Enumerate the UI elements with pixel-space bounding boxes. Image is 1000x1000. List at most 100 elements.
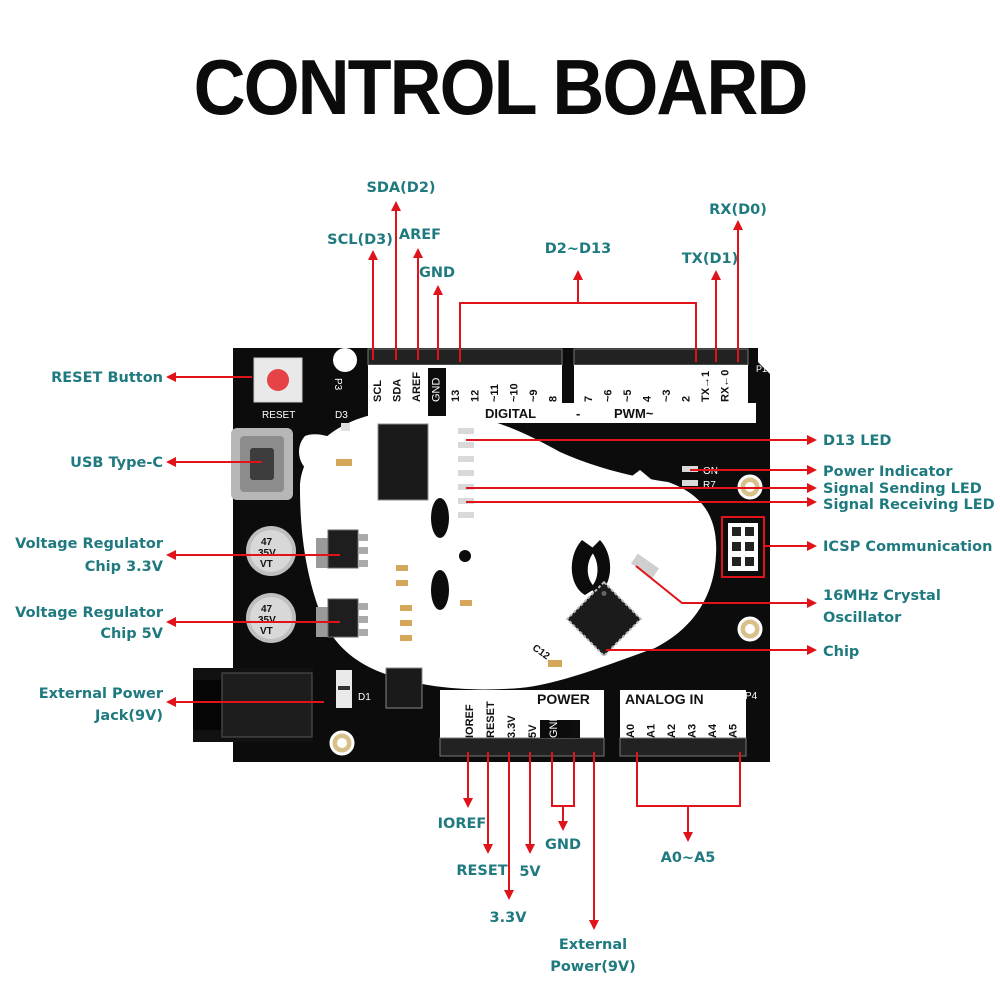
power-pin-label-2: 3.3V: [506, 715, 518, 738]
capacitor-upper: 47 35V VT: [246, 526, 296, 576]
analog-pin-label-5: A5: [728, 724, 740, 738]
callout-crystal-line1: 16MHz Crystal: [823, 588, 941, 604]
top-pin-label-0: SCL: [372, 380, 384, 402]
top-pin-label-2: AREF: [411, 372, 423, 402]
top-pin-labels-left: SCL SDA AREF GND 13 12 ~11 ~10 ~9 8: [372, 372, 560, 402]
top-pin-label-right-1: ~6: [603, 389, 615, 402]
voltage-regulator-3v3: [316, 529, 368, 569]
svg-text:D1: D1: [358, 692, 371, 703]
svg-text:C5: C5: [337, 445, 350, 456]
mcu-chip: [565, 580, 643, 658]
callout-labels: SDA(D2) SCL(D3) AREF GND D2~D13 TX(D1) R…: [15, 180, 995, 975]
analog-header: [619, 690, 747, 757]
callout-sda: SDA(D2): [366, 180, 435, 196]
power-pin-label-0: IOREF: [464, 704, 476, 738]
callout-signal-sending: Signal Sending LED: [823, 481, 982, 497]
analog-pin-label-2: A2: [666, 724, 678, 738]
capacitor-lower: 47 35V VT: [246, 593, 296, 643]
callout-usb: USB Type-C: [70, 455, 163, 471]
top-pin-label-8: ~9: [528, 389, 540, 402]
callout-rx: RX(D0): [709, 202, 767, 218]
callout-crystal-line2: Oscillator: [823, 610, 902, 626]
dash-label: -: [576, 406, 580, 421]
callout-vreg33-line1: Voltage Regulator: [15, 536, 164, 552]
callout-power-indicator: Power Indicator: [823, 464, 953, 480]
power-header: [439, 690, 605, 757]
svg-text:P5: P5: [446, 691, 459, 702]
callout-arrows: [166, 201, 817, 930]
svg-text:35V: 35V: [258, 615, 276, 626]
callout-vreg5-line2: Chip 5V: [100, 626, 163, 642]
top-pin-label-right-5: 2: [681, 396, 693, 402]
top-pin-label-6: ~11: [489, 384, 501, 402]
top-pin-label-right-6: TX→1: [700, 371, 712, 402]
svg-text:47: 47: [261, 537, 273, 548]
power-pin-labels: IOREF RESET 3.3V 5V GND Vin: [464, 701, 581, 738]
callout-scl: SCL(D3): [327, 232, 393, 248]
top-pin-label-right-2: ~5: [622, 389, 634, 402]
top-pin-label-4: 13: [450, 390, 462, 402]
callout-ext-power-line2: Power(9V): [550, 959, 636, 975]
digital-label: DIGITAL: [485, 406, 536, 421]
top-pin-label-3: GND: [431, 378, 443, 403]
callout-gnd-bottom: GND: [545, 837, 581, 853]
power-label: POWER: [537, 691, 590, 707]
top-pin-label-5: 12: [470, 390, 482, 402]
top-pin-label-1: SDA: [392, 379, 404, 402]
svg-text:R7: R7: [703, 480, 716, 491]
callout-chip: Chip: [823, 644, 859, 660]
power-pin-label-1: RESET: [485, 701, 497, 738]
analog-in-label: ANALOG IN: [625, 691, 704, 707]
callout-reset-pin: RESET: [456, 863, 507, 879]
callout-vreg33-line2: Chip 3.3V: [85, 559, 164, 575]
page-title: CONTROL BOARD: [193, 44, 809, 132]
svg-text:47: 47: [261, 604, 273, 615]
svg-text:VT: VT: [260, 559, 273, 570]
voltage-regulator-5v: [316, 598, 368, 638]
analog-pin-label-3: A3: [687, 724, 699, 738]
top-pin-label-right-3: 4: [642, 395, 654, 402]
svg-text:RESET: RESET: [262, 410, 295, 421]
callout-ext-power-line1: External: [559, 937, 627, 953]
power-pin-label-5: Vin: [569, 721, 581, 738]
callout-icsp: ICSP Communication: [823, 539, 992, 555]
callout-signal-receiving: Signal Receiving LED: [823, 497, 995, 513]
power-pin-label-4: GND: [548, 714, 560, 739]
callout-vreg5-line1: Voltage Regulator: [15, 605, 164, 621]
analog-pin-label-1: A1: [646, 724, 658, 738]
pwm-label: PWM~: [614, 406, 654, 421]
callout-d13-led: D13 LED: [823, 433, 891, 449]
svg-text:P1: P1: [756, 364, 767, 374]
callout-ioref: IOREF: [438, 816, 487, 832]
icsp-header: [721, 516, 765, 578]
power-pin-label-3: 5V: [527, 724, 539, 738]
top-pin-label-7: ~10: [509, 383, 521, 402]
callout-ext-jack-line2: Jack(9V): [94, 708, 163, 724]
svg-text:VT: VT: [260, 626, 273, 637]
callout-tx: TX(D1): [682, 251, 738, 267]
reset-button-component: RESET: [253, 357, 303, 421]
callout-5v: 5V: [519, 864, 541, 880]
usb-type-c-port: [231, 428, 293, 500]
svg-text:ON: ON: [703, 466, 718, 477]
dc-power-jack: [193, 668, 313, 742]
top-pin-label-right-0: 7: [583, 396, 595, 402]
callout-a0-a5: A0~A5: [661, 850, 716, 866]
top-pin-label-right-4: ~3: [661, 389, 673, 402]
svg-text:D3: D3: [335, 410, 348, 421]
top-pin-label-9: 8: [548, 396, 560, 402]
callout-3v3: 3.3V: [490, 910, 528, 926]
callout-reset-button: RESET Button: [51, 370, 163, 386]
callout-gnd-top: GND: [419, 265, 455, 281]
top-header-right: [573, 348, 749, 423]
callout-d2-d13: D2~D13: [545, 241, 612, 257]
control-board: RESET D3 C5 P3 47 35V VT 47 35V VT: [193, 348, 770, 762]
svg-text:P3: P3: [332, 378, 343, 391]
svg-text:P4: P4: [745, 691, 758, 702]
callout-ext-jack-line1: External Power: [39, 686, 164, 702]
analog-pin-label-0: A0: [625, 724, 637, 738]
callout-aref: AREF: [399, 227, 441, 243]
